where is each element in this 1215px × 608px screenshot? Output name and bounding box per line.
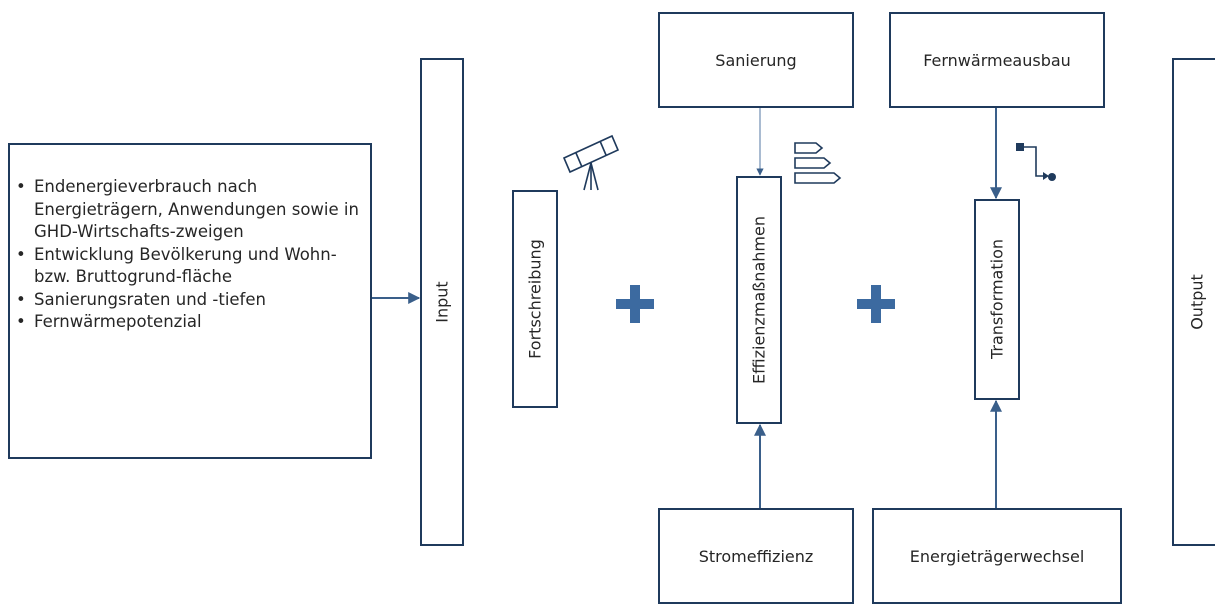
sanierung-box: Sanierung (658, 12, 854, 108)
telescope-icon (562, 134, 620, 191)
bullet-item: Sanierungsraten und -tiefen (14, 289, 369, 312)
input-label: Input (432, 281, 452, 323)
bullet-item: Fernwärmepotenzial (14, 311, 369, 334)
fortschreibung-label: Fortschreibung (525, 239, 545, 359)
plus-icon (857, 285, 895, 323)
input-box (420, 58, 464, 546)
process-flow-icon (1016, 143, 1056, 181)
bullet-item: Entwicklung Bevölkerung und Wohn- bzw. B… (14, 244, 369, 289)
efficiency-label-icon (794, 142, 842, 184)
energietraeger-label: Energieträgerwechsel (909, 546, 1085, 566)
fernwaerme-label: Fernwärmeausbau (923, 50, 1071, 70)
fortschreibung-box (512, 190, 558, 408)
input-bullet-list: Endenergieverbrauch nach Energieträgern,… (14, 176, 369, 334)
output-box (1172, 58, 1215, 546)
transformation-box (974, 199, 1020, 400)
plus-icon (616, 285, 654, 323)
fernwaerme-box: Fernwärmeausbau (889, 12, 1105, 108)
effizienz-box (736, 176, 782, 424)
stromeffizienz-box: Stromeffizienz (658, 508, 854, 604)
stromeffizienz-label: Stromeffizienz (698, 546, 814, 566)
energietraeger-box: Energieträgerwechsel (872, 508, 1122, 604)
sanierung-label: Sanierung (715, 50, 797, 70)
transformation-label: Transformation (987, 238, 1007, 360)
effizienz-label: Effizienzmaßnahmen (749, 216, 769, 384)
output-label: Output (1187, 274, 1207, 330)
bullet-item: Endenergieverbrauch nach Energieträgern,… (14, 176, 369, 244)
